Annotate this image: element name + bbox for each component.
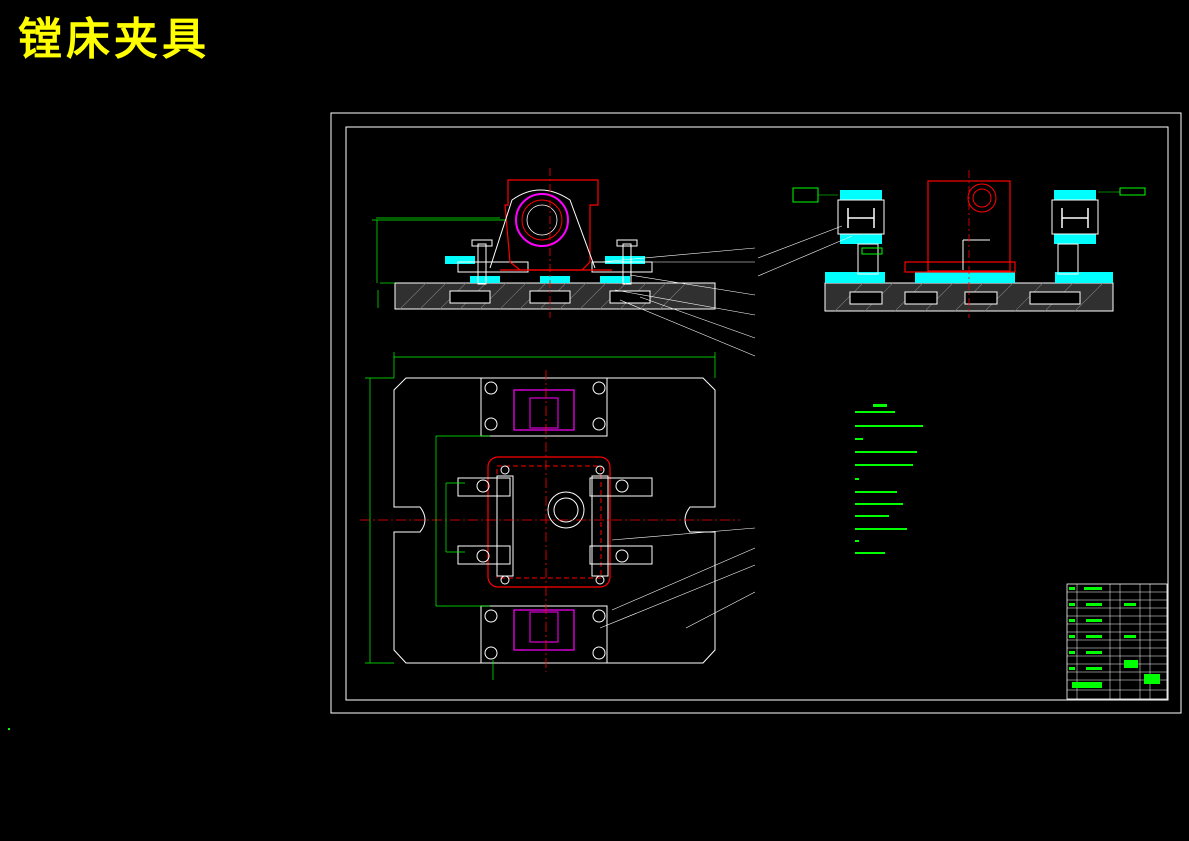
outer-sheet-border	[330, 112, 1182, 714]
page-title: 镗床夹具	[18, 14, 210, 65]
inner-sheet-border	[345, 126, 1169, 701]
origin-marker	[8, 728, 10, 730]
top-view	[360, 352, 756, 680]
technical-notes	[855, 404, 923, 554]
title-block	[1066, 583, 1168, 700]
front-view	[372, 168, 756, 357]
side-view	[757, 170, 1146, 318]
